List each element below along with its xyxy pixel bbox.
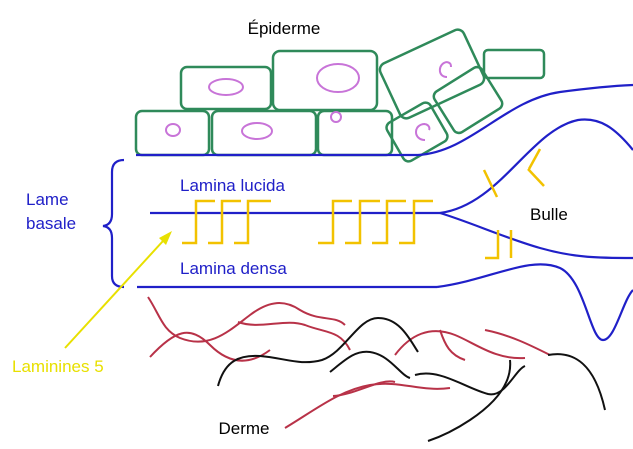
broken-anchor [529, 149, 540, 169]
nucleus [242, 123, 272, 139]
epidermis-cell [136, 111, 209, 155]
epidermis-cell [212, 111, 316, 155]
nucleus [416, 124, 429, 140]
laminin-anchor [208, 201, 241, 243]
pointer-arrow-line [65, 241, 163, 348]
laminin-anchor [234, 201, 271, 243]
nucleus [317, 64, 359, 92]
laminin-anchor [399, 201, 433, 243]
nucleus [209, 79, 243, 95]
epidermis-cell [318, 111, 392, 155]
collagen-fiber [485, 330, 550, 355]
nucleus [331, 112, 341, 122]
nucleus [440, 62, 451, 77]
label-lamina-densa: Lamina densa [180, 259, 287, 278]
collagen-fibers-black [218, 318, 605, 441]
epidermis-cell [484, 50, 544, 78]
label-laminin: Laminines 5 [12, 357, 104, 376]
basal-lamina-brace [103, 160, 124, 287]
laminin-anchors [182, 149, 544, 258]
blister-roof-membrane [440, 120, 633, 213]
collagen-fiber [238, 322, 350, 350]
laminin-anchor [372, 201, 406, 243]
collagen-fiber [548, 354, 605, 410]
label-basal-lamina-line2: basale [26, 214, 76, 233]
collagen-fiber [330, 352, 410, 378]
label-basal-lamina-line1: Lame [26, 190, 69, 209]
nucleus [166, 124, 180, 136]
epidermis-cell [273, 51, 377, 110]
label-lamina-lucida: Lamina lucida [180, 176, 285, 195]
collagen-fibers-red [148, 297, 550, 428]
label-dermis: Derme [218, 419, 269, 438]
epidermis-cells [136, 27, 544, 163]
laminin-anchor [318, 201, 352, 243]
laminin-pointer [65, 231, 172, 348]
label-epidermis: Épiderme [248, 19, 321, 38]
label-blister: Bulle [530, 205, 568, 224]
dermis-boundary-membrane [437, 264, 633, 340]
collagen-fiber [415, 366, 525, 394]
laminin-anchor [182, 201, 215, 243]
blister-top-membrane [418, 85, 633, 155]
collagen-fiber [285, 384, 450, 428]
collagen-fiber [428, 360, 510, 441]
epidermis-cell [181, 67, 271, 109]
broken-anchor [528, 169, 544, 186]
laminin-anchor [345, 201, 380, 243]
